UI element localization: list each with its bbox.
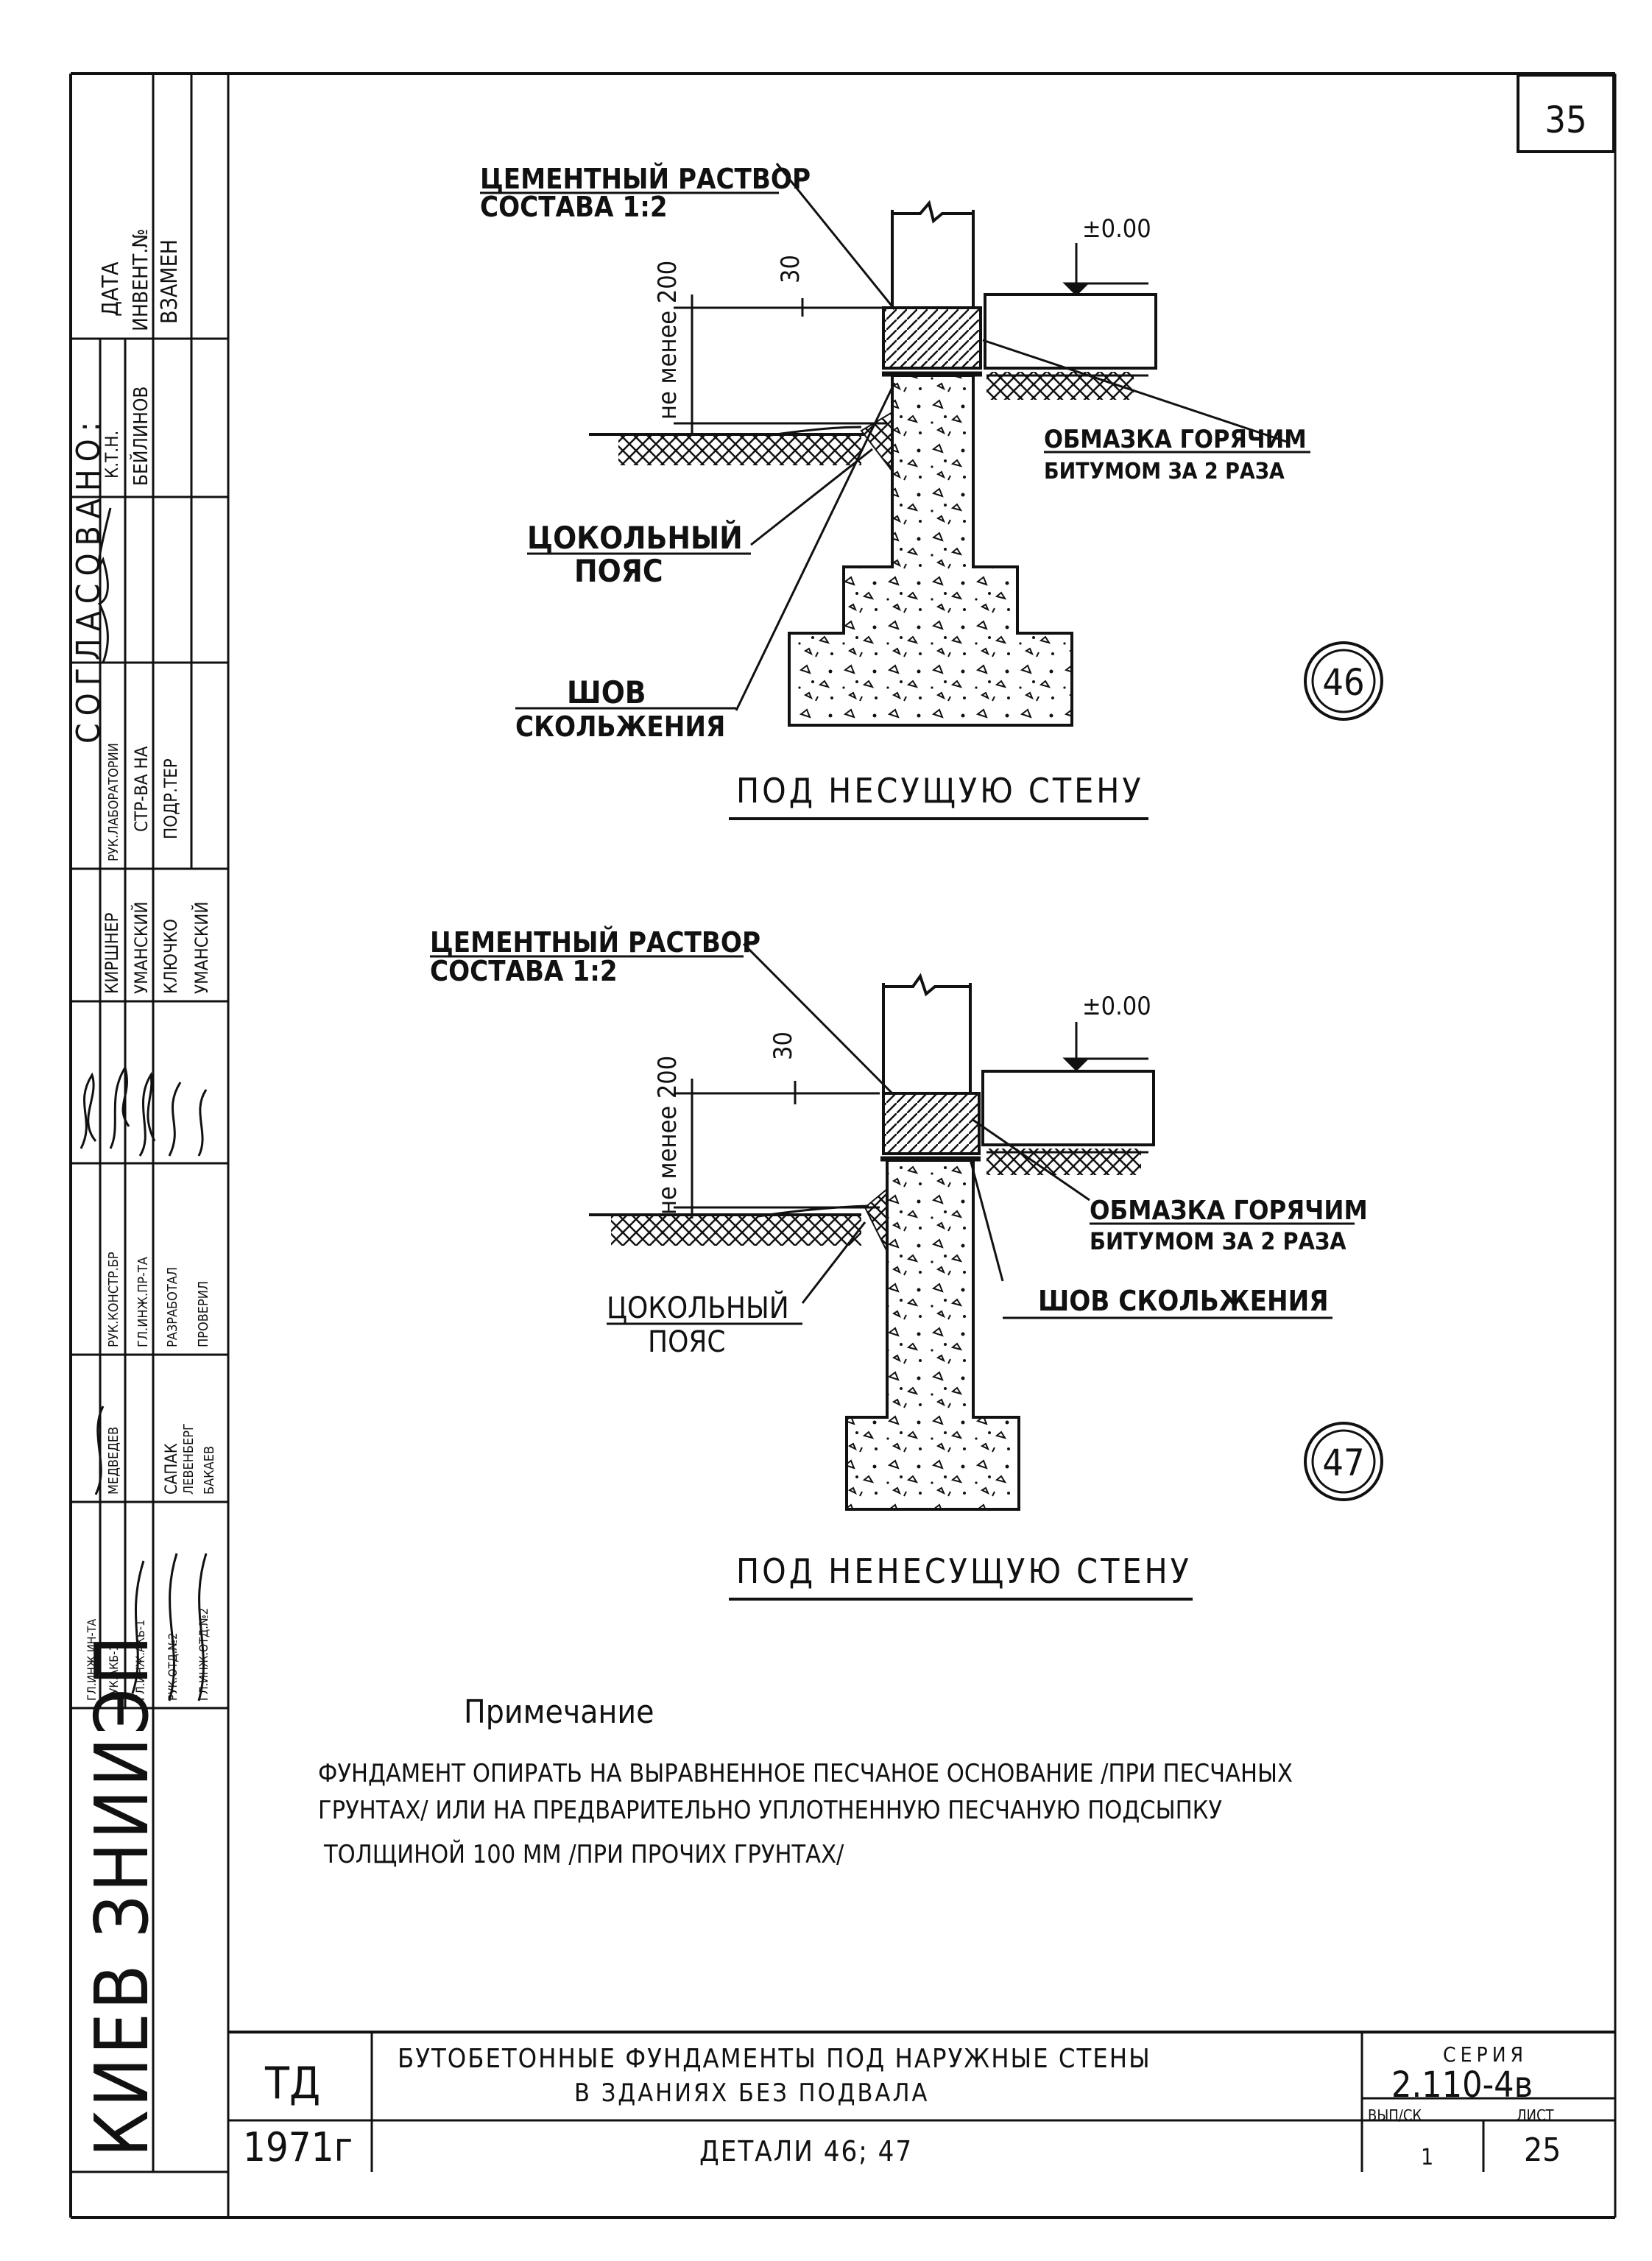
note-heading: Примечание <box>464 1693 654 1731</box>
page-number: 35 <box>1545 99 1586 141</box>
coating-label-47b: БИТУМОМ ЗА 2 РАЗА <box>1090 1227 1346 1255</box>
leaders-46 <box>735 163 1288 711</box>
bakaev-name: БАКАЕВ <box>202 1446 217 1495</box>
inventory-number-label: ИНВЕНТ.№ <box>128 228 152 331</box>
institute-name: КИЕВ ЗНИИЭП <box>79 1632 165 2157</box>
level-mark-47 <box>1062 1022 1148 1072</box>
level-mark-46 <box>1062 243 1148 297</box>
level-label-46: ±0.00 <box>1082 214 1151 244</box>
coating-label-46b: БИТУМОМ ЗА 2 РАЗА <box>1044 459 1285 484</box>
issue-number: 1 <box>1421 2145 1433 2170</box>
detail-46: ±0.00 не менее 200 30 ЦЕМЕНТНЫЙ РАСТВОР … <box>480 163 1383 820</box>
title-line-2: В ЗДАНИЯХ БЕЗ ПОДВАЛА <box>574 2078 929 2108</box>
plinth-label-47b: ПОЯС <box>648 1325 726 1359</box>
coating-label-47a: ОБМАЗКА ГОРЯЧИМ <box>1090 1196 1368 1226</box>
caption-46: ПОД НЕСУЩУЮ СТЕНУ <box>736 771 1144 811</box>
beilinov-name: БЕЙЛИНОВ <box>129 387 152 486</box>
medvedev-name: МЕДВЕДЕВ <box>106 1427 121 1495</box>
dim-30-47: 30 <box>769 1031 798 1060</box>
side-approval-strip <box>71 74 228 2173</box>
constr-head-label: РУК.КОНСТР.БР <box>106 1252 121 1347</box>
mortar-label-46a: ЦЕМЕНТНЫЙ РАСТВОР <box>480 163 811 195</box>
sheet-label: ЛИСТ <box>1517 2106 1555 2124</box>
plinth-label-46b: ПОЯС <box>574 553 663 589</box>
page-number-box: 35 <box>1517 74 1615 153</box>
floor-slab-46 <box>984 293 1157 400</box>
note-block: Примечание ФУНДАМЕНТ ОПИРАТЬ НА ВЫРАВНЕН… <box>318 1693 1293 1869</box>
side-strip-text: ДАТА ИНВЕНТ.№ ВЗАМЕН СОГЛАСОВАНО: К.Т.Н.… <box>70 228 217 2157</box>
note-line-3: ТОЛЩИНОЙ 100 ММ /ПРИ ПРОЧИХ ГРУНТАХ/ <box>323 1839 844 1869</box>
mortar-label-47a: ЦЕМЕНТНЫЙ РАСТВОР <box>430 926 760 959</box>
joint-label-46a: ШОВ <box>567 674 646 710</box>
caption-47: ПОД НЕНЕСУЩУЮ СТЕНУ <box>736 1551 1192 1591</box>
detail-number-46: 46 <box>1322 661 1364 704</box>
plinth-label-46a: ЦОКОЛЬНЫЙ <box>527 519 743 556</box>
dimension-47 <box>674 1079 880 1218</box>
dimension-46 <box>674 294 887 436</box>
levenberg-name: ЛЕВЕНБЕРГ <box>181 1423 197 1495</box>
dim-min-47: не менее 200 <box>653 1056 682 1215</box>
note-line-1: ФУНДАМЕНТ ОПИРАТЬ НА ВЫРАВНЕННОЕ ПЕСЧАНО… <box>318 1759 1293 1788</box>
ktn-label: К.Т.Н. <box>102 431 122 479</box>
replaced-label: ВЗАМЕН <box>157 239 183 324</box>
mortar-label-47b: СОСТАВА 1:2 <box>430 955 618 987</box>
chief-eng-institute-label: ГЛ.ИНЖ.ИН-ТА <box>85 1619 99 1701</box>
title-line-1: БУТОБЕТОННЫЕ ФУНДАМЕНТЫ ПОД НАРУЖНЫЕ СТЕ… <box>398 2044 1151 2074</box>
detail-number-47: 47 <box>1322 1442 1364 1484</box>
klyuchko-name: КЛЮЧКО <box>160 919 181 994</box>
joint-label-46b: СКОЛЬЖЕНИЯ <box>515 710 725 743</box>
note-line-2: ГРУНТАХ/ ИЛИ НА ПРЕДВАРИТЕЛЬНО УПЛОТНЕНН… <box>318 1796 1222 1825</box>
foundation-47 <box>845 1159 1020 1511</box>
umansky-name-1: УМАНСКИЙ <box>130 901 152 994</box>
agreed-label: СОГЛАСОВАНО: <box>70 415 107 744</box>
signatures <box>80 507 208 1701</box>
ground-47 <box>589 1187 888 1252</box>
dept-head-label: РУК.ОТД.№2 <box>166 1633 180 1701</box>
sheet-frame <box>69 72 1617 2219</box>
coating-label-46a: ОБМАЗКА ГОРЯЧИМ <box>1044 425 1307 454</box>
kirshner-name: КИРШНЕР <box>102 913 122 995</box>
construction-label: СТР-ВА НА <box>131 746 152 832</box>
akb-head-label: РУК.АКБ-1 <box>107 1644 121 1701</box>
series-code: 2.110-4в <box>1391 2064 1533 2106</box>
joint-label-47: ШОВ СКОЛЬЖЕНИЯ <box>1038 1285 1329 1317</box>
detail-47: ±0.00 не менее 200 30 ЦЕМЕНТНЫЙ РАСТВОР … <box>430 926 1383 1601</box>
title-block <box>228 2031 1615 2172</box>
mortar-layer-47 <box>882 1092 981 1155</box>
year: 1971г <box>243 2124 353 2170</box>
developed-label: РАЗРАБОТАЛ <box>165 1267 180 1347</box>
level-label-47: ±0.00 <box>1082 992 1151 1021</box>
dim-min-46: не менее 200 <box>653 261 682 420</box>
sapak-name: САПАК <box>163 1443 181 1495</box>
umansky-name-2: УМАНСКИЙ <box>191 901 212 994</box>
floor-slab-47 <box>981 1070 1155 1175</box>
podr-label: ПОДР.ТЕР <box>160 758 181 839</box>
chief-eng-project-label: ГЛ.ИНЖ.ПР-ТА <box>135 1257 151 1347</box>
mortar-label-46b: СОСТАВА 1:2 <box>480 191 668 223</box>
org-code: ТД <box>264 2058 320 2109</box>
lab-head-label: РУК.ЛАБОРАТОРИИ <box>106 743 121 861</box>
issue-label: ВЫП/СК <box>1368 2106 1422 2124</box>
foundation-46 <box>788 374 1073 727</box>
leaders-47 <box>742 942 1090 1304</box>
ground-46 <box>589 411 893 473</box>
subtitle: ДЕТАЛИ 46; 47 <box>699 2135 913 2167</box>
sheet-number: 25 <box>1524 2131 1561 2169</box>
title-block-text: ТД 1971г БУТОБЕТОННЫЕ ФУНДАМЕНТЫ ПОД НАР… <box>243 2042 1561 2170</box>
plinth-label-47a: ЦОКОЛЬНЫЙ <box>607 1290 789 1325</box>
mortar-layer-46 <box>882 306 982 370</box>
dim-30-46: 30 <box>776 255 805 283</box>
approval-date-label: ДАТА <box>98 261 124 317</box>
wall-47 <box>882 973 972 1093</box>
wall-46 <box>891 200 975 308</box>
series-label: СЕРИЯ <box>1443 2042 1528 2067</box>
checked-label: ПРОВЕРИЛ <box>196 1281 211 1347</box>
